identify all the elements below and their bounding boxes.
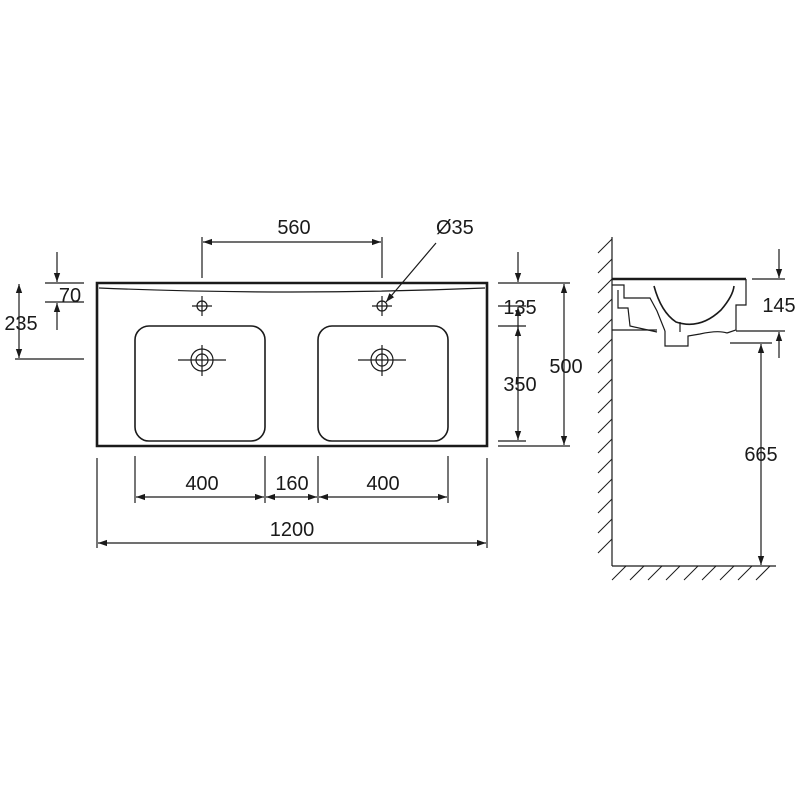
wall-hatching: [597, 238, 613, 554]
bowl-left: [134, 325, 266, 442]
tap-hole-diameter-label: Ø35: [436, 217, 474, 239]
overflow-height-label: 70: [59, 285, 81, 307]
rim-height-label: 145: [762, 295, 795, 317]
dimension-left-heights: 70 235: [4, 252, 84, 360]
dimension-installation-height: 665: [730, 342, 778, 565]
floor-hatching: [611, 565, 771, 581]
washbasin-outline: [95, 281, 489, 448]
side-view: 145 665: [597, 237, 796, 581]
overall-width-label: 1200: [270, 519, 315, 541]
drain-right-icon: [358, 345, 406, 376]
dimension-widths: 400 160 400 1200: [96, 456, 488, 548]
washbasin-profile: [612, 277, 747, 347]
tap-spacing-label: 560: [277, 217, 310, 239]
bowl-gap-label: 160: [275, 473, 308, 495]
tap-hole-right-icon: [372, 296, 392, 316]
bowl-depth-label: 350: [503, 374, 536, 396]
dimension-rim-height: 145: [736, 249, 796, 358]
front-view: 560 Ø35 70 235 1: [4, 217, 583, 548]
tap-hole-setback-label: 135: [503, 297, 536, 319]
bowl-width-right-label: 400: [366, 473, 399, 495]
drain-left-icon: [178, 345, 226, 376]
bowl-right: [317, 325, 449, 442]
dimension-tap-spacing: 560: [201, 217, 383, 278]
installation-height-label: 665: [744, 444, 777, 466]
rim-curve: [98, 287, 486, 293]
dimension-right-depths: 135 350 500: [498, 252, 583, 447]
dimension-tap-hole-diameter: Ø35: [385, 217, 474, 303]
overall-depth-label: 500: [549, 356, 582, 378]
overall-side-height-label: 235: [4, 313, 37, 335]
tap-hole-left-icon: [192, 296, 212, 316]
bowl-width-left-label: 400: [185, 473, 218, 495]
